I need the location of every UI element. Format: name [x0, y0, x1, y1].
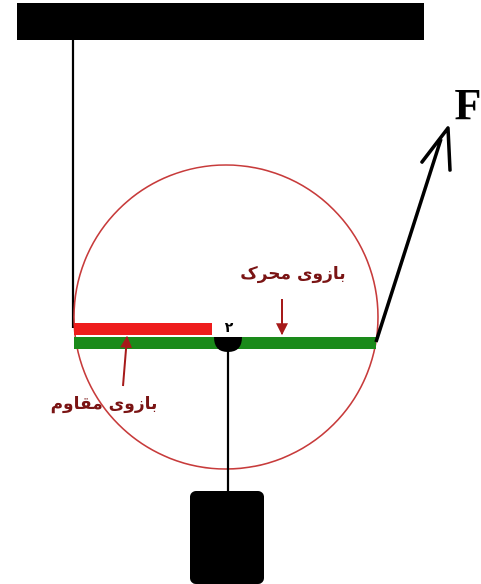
ceiling-bar: [17, 3, 424, 40]
force-label: F: [455, 80, 481, 129]
weight-block: [190, 491, 264, 584]
pivot-label: ٢: [225, 320, 234, 336]
reference-circle: [73, 164, 379, 470]
arrow-up-right-icon: [420, 126, 452, 172]
effort-arm-label: بازوی محرک: [240, 264, 345, 284]
load-arm-label: بازوی مقاوم: [51, 394, 158, 414]
load-arm-bar: [74, 323, 212, 335]
force-arrow: [374, 138, 443, 343]
pivot: [214, 337, 242, 352]
load-pointer-arrow: [120, 335, 133, 387]
